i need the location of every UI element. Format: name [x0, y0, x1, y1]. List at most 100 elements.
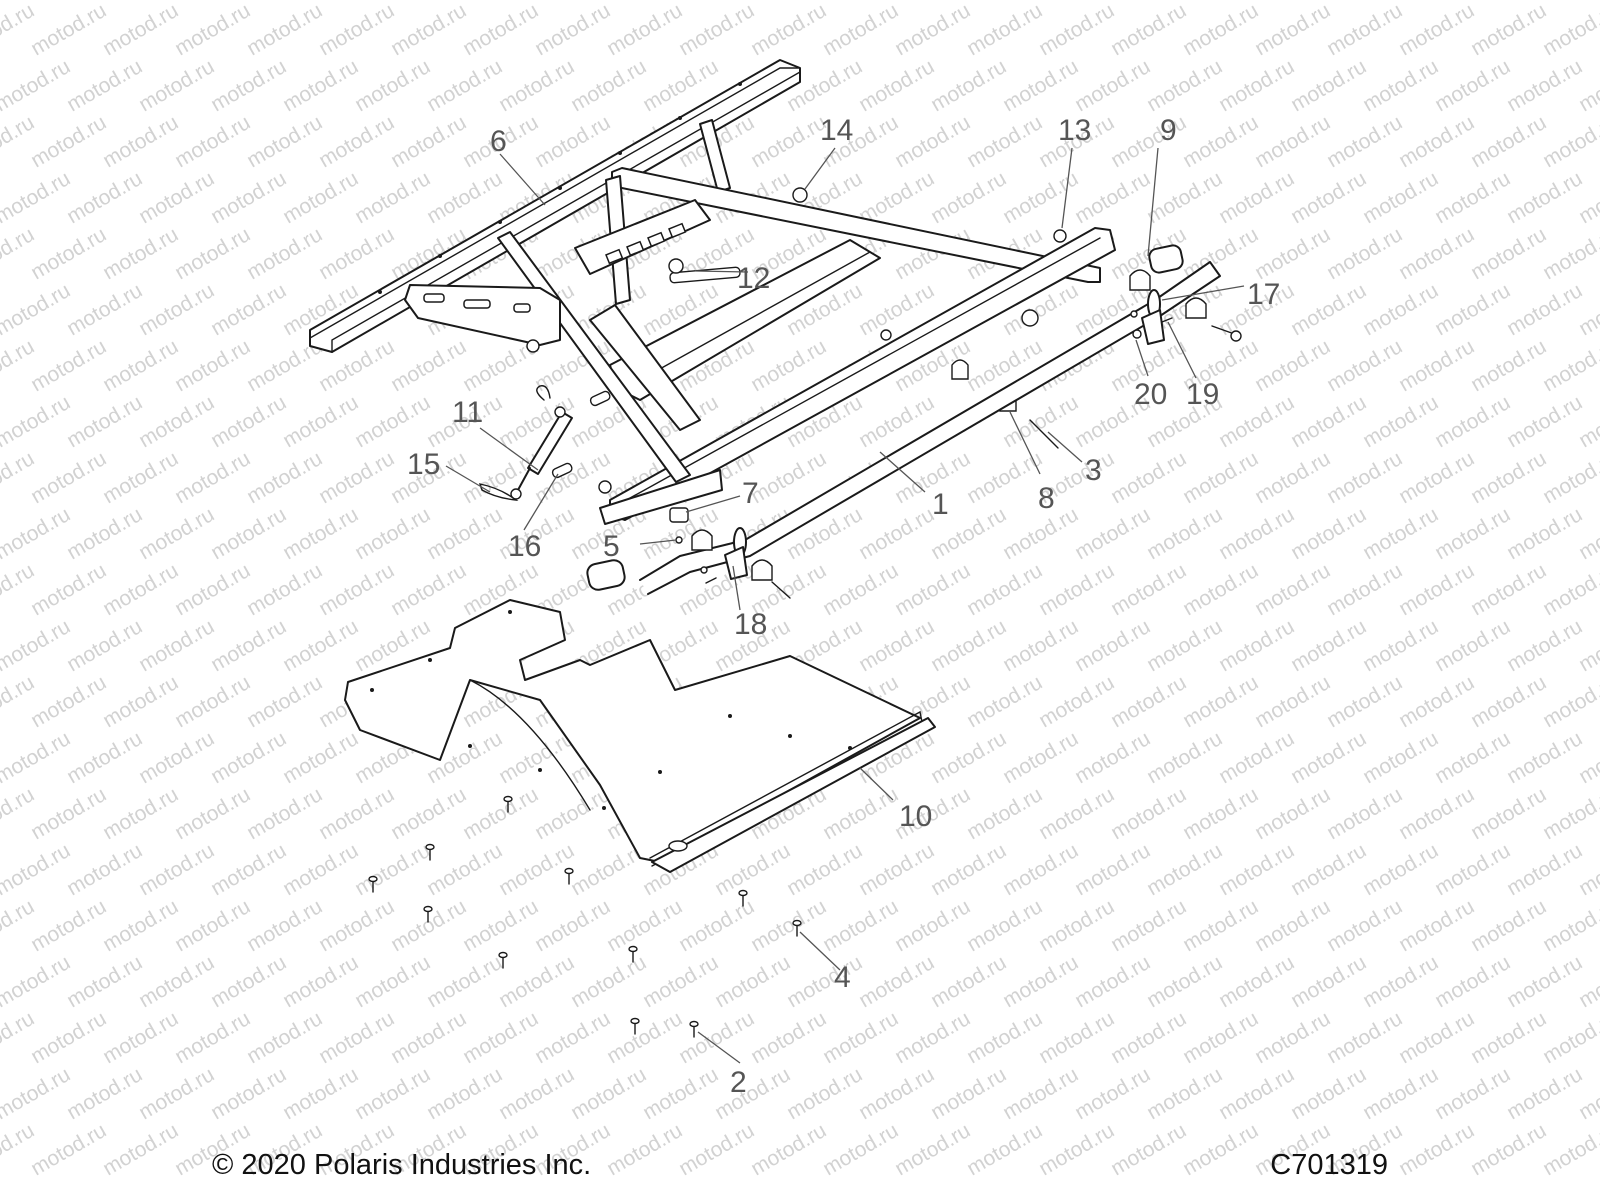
watermark-text: motod.ru: [171, 223, 254, 284]
watermark-text: motod.ru: [1143, 0, 1226, 4]
watermark-text: motod.ru: [1287, 503, 1370, 564]
watermark-text: motod.ru: [279, 55, 362, 116]
watermark-text: motod.ru: [1467, 783, 1550, 844]
watermark-text: motod.ru: [351, 1063, 434, 1124]
watermark-text: motod.ru: [1395, 671, 1478, 732]
watermark-text: motod.ru: [351, 951, 434, 1012]
watermark-text: motod.ru: [207, 167, 290, 228]
watermark-text: motod.ru: [1431, 951, 1514, 1012]
watermark-text: motod.ru: [1395, 447, 1478, 508]
watermark-text: motod.ru: [1215, 1063, 1298, 1124]
watermark-text: motod.ru: [27, 559, 110, 620]
watermark-text: motod.ru: [747, 111, 830, 172]
upright-brace: [699, 119, 731, 193]
watermark-text: motod.ru: [1107, 559, 1190, 620]
watermark-text: motod.ru: [1143, 55, 1226, 116]
watermark-text: motod.ru: [1179, 783, 1262, 844]
watermark-text: motod.ru: [1359, 279, 1442, 340]
watermark-text: motod.ru: [891, 1007, 974, 1068]
watermark-text: motod.ru: [207, 727, 290, 788]
watermark-text: motod.ru: [1539, 1007, 1600, 1068]
watermark-text: motod.ru: [495, 55, 578, 116]
watermark-text: motod.ru: [999, 951, 1082, 1012]
watermark-text: motod.ru: [1251, 783, 1334, 844]
watermark-text: motod.ru: [99, 223, 182, 284]
watermark-text: motod.ru: [495, 1063, 578, 1124]
watermark-text: motod.ru: [819, 783, 902, 844]
watermark-text: motod.ru: [279, 167, 362, 228]
watermark-text: motod.ru: [0, 951, 74, 1012]
watermark-text: motod.ru: [1431, 839, 1514, 900]
callout-16: 16: [508, 530, 541, 563]
figure-code: C701319: [1270, 1149, 1388, 1181]
watermark-text: motod.ru: [819, 895, 902, 956]
watermark-text: motod.ru: [819, 1119, 902, 1180]
watermark-text: motod.ru: [1251, 1007, 1334, 1068]
watermark-text: motod.ru: [927, 951, 1010, 1012]
watermark-text: motod.ru: [1395, 0, 1478, 60]
watermark-text: motod.ru: [27, 783, 110, 844]
watermark-text: motod.ru: [0, 503, 74, 564]
copyright-notice: © 2020 Polaris Industries Inc.: [212, 1149, 592, 1181]
watermark-text: motod.ru: [135, 839, 218, 900]
watermark-text: motod.ru: [279, 727, 362, 788]
watermark-text: motod.ru: [855, 839, 938, 900]
watermark-text: motod.ru: [135, 1063, 218, 1124]
watermark-text: motod.ru: [1107, 111, 1190, 172]
watermark-text: motod.ru: [63, 727, 146, 788]
watermark-text: motod.ru: [63, 0, 146, 4]
watermark-text: motod.ru: [0, 279, 74, 340]
watermark-text: motod.ru: [891, 895, 974, 956]
watermark-text: motod.ru: [1143, 951, 1226, 1012]
watermark-text: motod.ru: [963, 895, 1046, 956]
watermark-text: motod.ru: [855, 615, 938, 676]
watermark-text: motod.ru: [387, 335, 470, 396]
watermark-text: motod.ru: [351, 167, 434, 228]
watermark-text: motod.ru: [1071, 1063, 1154, 1124]
watermark-text: motod.ru: [99, 783, 182, 844]
watermark-text: motod.ru: [891, 0, 974, 60]
watermark-text: motod.ru: [279, 1063, 362, 1124]
watermark-text: motod.ru: [639, 1063, 722, 1124]
watermark-text: motod.ru: [963, 111, 1046, 172]
watermark-text: motod.ru: [963, 1007, 1046, 1068]
watermark-text: motod.ru: [1503, 0, 1586, 4]
watermark-text: motod.ru: [1323, 895, 1406, 956]
watermark-text: motod.ru: [1503, 391, 1586, 452]
callout-labels: 1 2 3 4 5 6 7 8 9 10 11 12 13 14 15 16 1…: [407, 114, 1280, 1099]
watermark-text: motod.ru: [0, 615, 74, 676]
watermark-text: motod.ru: [99, 671, 182, 732]
watermark-text: motod.ru: [423, 503, 506, 564]
watermark-text: motod.ru: [999, 167, 1082, 228]
watermark-text: motod.ru: [1467, 1007, 1550, 1068]
watermark-text: motod.ru: [1431, 0, 1514, 4]
watermark-text: motod.ru: [351, 55, 434, 116]
watermark-text: motod.ru: [135, 279, 218, 340]
watermark-text: motod.ru: [891, 559, 974, 620]
watermark-text: motod.ru: [1503, 55, 1586, 116]
callout-9: 9: [1160, 114, 1177, 147]
watermark-text: motod.ru: [1107, 671, 1190, 732]
watermark-text: motod.ru: [1467, 335, 1550, 396]
watermark-text: motod.ru: [1251, 447, 1334, 508]
callout-11: 11: [452, 396, 483, 429]
watermark-text: motod.ru: [963, 447, 1046, 508]
watermark-text: motod.ru: [207, 391, 290, 452]
watermark-text: motod.ru: [1359, 391, 1442, 452]
watermark-text: motod.ru: [1287, 839, 1370, 900]
watermark-text: motod.ru: [1035, 559, 1118, 620]
skid-plate: [344, 599, 936, 873]
watermark-text: motod.ru: [99, 1007, 182, 1068]
watermark-text: motod.ru: [999, 1063, 1082, 1124]
watermark-text: motod.ru: [1215, 167, 1298, 228]
watermark-text: motod.ru: [1143, 503, 1226, 564]
watermark-text: motod.ru: [99, 111, 182, 172]
watermark-text: motod.ru: [27, 671, 110, 732]
watermark-text: motod.ru: [207, 615, 290, 676]
watermark-text: motod.ru: [963, 0, 1046, 60]
watermark-text: motod.ru: [999, 55, 1082, 116]
watermark-text: motod.ru: [603, 1119, 686, 1180]
watermark-text: motod.ru: [387, 111, 470, 172]
watermark-text: motod.ru: [1323, 335, 1406, 396]
watermark-text: motod.ru: [1179, 559, 1262, 620]
